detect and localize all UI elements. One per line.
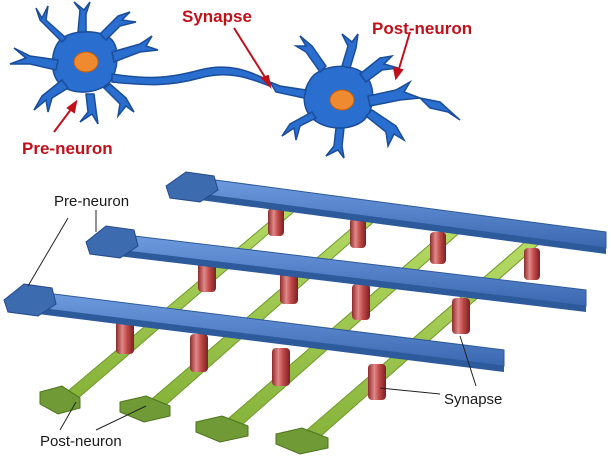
pre-neuron-cell-icon (9, 1, 272, 125)
synapse-pillar (268, 208, 284, 236)
synapse-pillar (430, 232, 446, 264)
bio-post-neuron-label: Post-neuron (372, 19, 472, 38)
post-neuron-pad (119, 395, 171, 423)
pre-neuron-bar (85, 225, 587, 312)
crossbar-post-neuron-label: Post-neuron (40, 433, 122, 450)
pre-neuron-pad (165, 171, 219, 203)
synapse-pillars (116, 208, 540, 400)
bio-synapse-label: Synapse (182, 7, 252, 26)
pre-neuron-bar (165, 171, 607, 254)
synapse-pillar (272, 348, 290, 386)
post-neuron-nucleus-icon (329, 89, 355, 111)
crossbar-array: Pre-neuron Synapse Post-neuron (3, 171, 607, 455)
pre-neuron-pad (85, 225, 139, 259)
crossbar-callout-lines (27, 210, 477, 431)
post-neuron-pad (39, 385, 81, 415)
synapse-pillar (280, 270, 298, 304)
bio-pre-neuron-label: Pre-neuron (22, 139, 113, 158)
pre-neuron-bars (3, 171, 607, 372)
post-neuron-pad (275, 427, 329, 455)
bio-label-arrows (53, 27, 411, 133)
crossbar-synapse-label: Synapse (444, 391, 502, 408)
synapse-pillar (190, 334, 208, 372)
synapse-pillar (352, 284, 370, 320)
post-neuron-pad (195, 415, 249, 443)
synapse-pillar (524, 248, 540, 280)
pre-neuron-pad (3, 283, 57, 317)
crossbar-pre-neuron-label: Pre-neuron (54, 193, 129, 210)
synapse-pillar (368, 364, 386, 400)
post-neuron-cell-icon (268, 33, 461, 159)
synapse-pillar (116, 318, 134, 354)
synapse-pillar (452, 298, 470, 334)
pre-neuron-nucleus-icon (73, 51, 99, 73)
pre-neuron-bar (3, 283, 505, 372)
synapse-pillar (350, 218, 366, 248)
biological-neurons: Synapse Post-neuron Pre-neuron (9, 1, 472, 159)
